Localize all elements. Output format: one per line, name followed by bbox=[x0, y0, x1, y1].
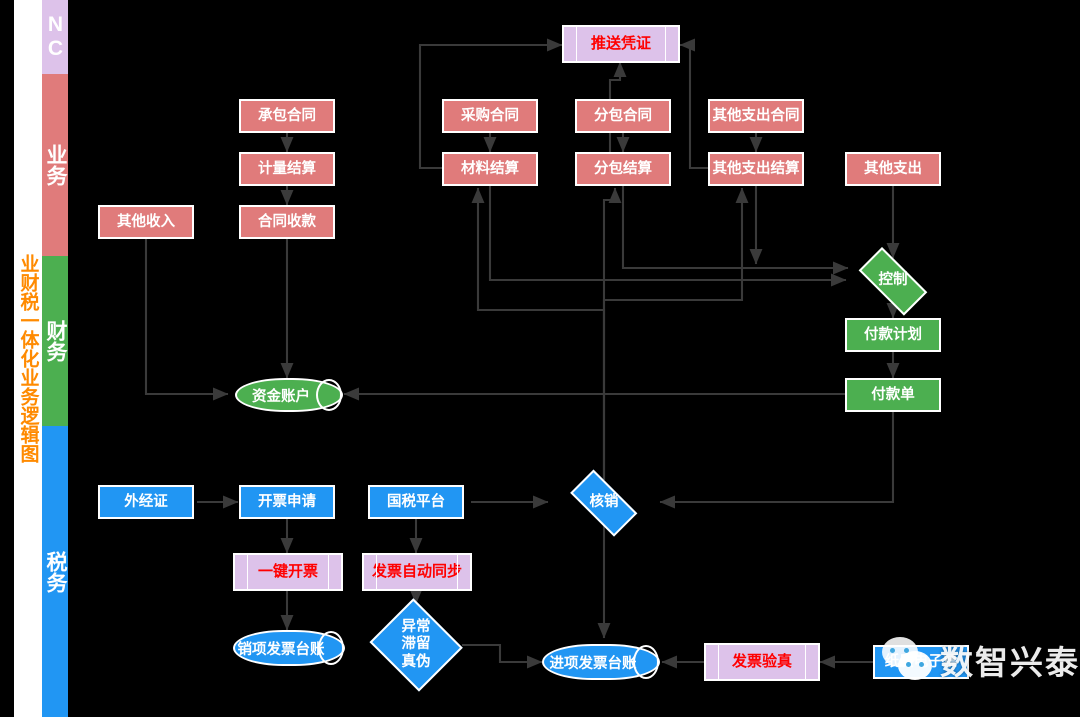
node-one-click-invoice-label: 一键开票 bbox=[257, 563, 318, 581]
node-paper-electronic-invoice-label: 纸质电子票 bbox=[884, 653, 958, 670]
node-fund-account[interactable]: 资金账户 bbox=[235, 378, 343, 412]
node-material-settlement[interactable]: 材料结算 bbox=[442, 152, 538, 186]
cylinder-cap bbox=[316, 379, 342, 411]
node-contract-receipt[interactable]: 合同收款 bbox=[239, 205, 335, 239]
rail-segment-tax: 税务 bbox=[42, 426, 68, 717]
abnormal-line-1: 异常 bbox=[401, 619, 431, 636]
rail-segment-nc-label: NC bbox=[44, 13, 67, 61]
node-other-expense-settlement[interactable]: 其他支出结算 bbox=[708, 152, 804, 186]
node-paper-electronic-invoice[interactable]: 纸质电子票 bbox=[873, 645, 969, 679]
rail-title-background bbox=[14, 0, 42, 717]
node-fund-account-label: 资金账户 bbox=[252, 388, 310, 405]
node-payment-order[interactable]: 付款单 bbox=[845, 378, 941, 412]
diagram-title: 业财税一体化业务逻辑图 bbox=[17, 254, 39, 463]
node-other-expense-contract[interactable]: 其他支出合同 bbox=[708, 99, 804, 133]
node-contract-label: 承包合同 bbox=[258, 107, 316, 124]
node-tax-platform[interactable]: 国税平台 bbox=[368, 485, 464, 519]
node-writeoff[interactable]: 核销 bbox=[560, 469, 648, 537]
node-output-invoice-ledger-label: 销项发票台账 bbox=[237, 641, 325, 658]
node-one-click-invoice[interactable]: 一键开票 bbox=[233, 553, 343, 591]
node-control[interactable]: 控制 bbox=[848, 247, 938, 315]
node-external-certificate-label: 外经证 bbox=[124, 493, 168, 510]
node-contract-receipt-label: 合同收款 bbox=[258, 213, 316, 230]
rail-segment-finance: 财务 bbox=[42, 256, 68, 426]
node-subcontract-settlement-label: 分包结算 bbox=[594, 160, 652, 177]
node-material-settlement-label: 材料结算 bbox=[461, 160, 519, 177]
node-other-expense-label: 其他支出 bbox=[864, 160, 922, 177]
cylinder-cap bbox=[633, 645, 659, 679]
node-purchase-contract[interactable]: 采购合同 bbox=[442, 99, 538, 133]
node-contract[interactable]: 承包合同 bbox=[239, 99, 335, 133]
node-other-expense-contract-label: 其他支出合同 bbox=[712, 107, 800, 124]
node-push-voucher[interactable]: 推送凭证 bbox=[562, 25, 680, 63]
node-payment-plan-label: 付款计划 bbox=[864, 326, 922, 343]
abnormal-line-2: 滞留 bbox=[401, 636, 431, 653]
node-input-invoice-ledger[interactable]: 进项发票台账 bbox=[542, 644, 660, 680]
abnormal-line-3: 真伪 bbox=[401, 653, 431, 670]
node-purchase-contract-label: 采购合同 bbox=[461, 107, 519, 124]
node-input-invoice-ledger-label: 进项发票台账 bbox=[549, 655, 637, 672]
node-other-income-label: 其他收入 bbox=[117, 213, 175, 230]
node-subcontract-label: 分包合同 bbox=[594, 107, 652, 124]
node-control-label: 控制 bbox=[878, 272, 908, 289]
node-payment-plan[interactable]: 付款计划 bbox=[845, 318, 941, 352]
rail-segment-nc: NC bbox=[42, 0, 68, 74]
cylinder-cap bbox=[318, 631, 344, 665]
node-tax-platform-label: 国税平台 bbox=[387, 493, 445, 510]
node-payment-order-label: 付款单 bbox=[871, 386, 915, 403]
rail-segment-tax-label: 税务 bbox=[44, 550, 67, 593]
node-measure-settlement-label: 计量结算 bbox=[258, 160, 316, 177]
rail-segment-finance-label: 财务 bbox=[44, 320, 67, 362]
node-output-invoice-ledger[interactable]: 销项发票台账 bbox=[233, 630, 345, 666]
node-other-income[interactable]: 其他收入 bbox=[98, 205, 194, 239]
node-other-expense-settlement-label: 其他支出结算 bbox=[712, 160, 800, 177]
node-invoice-request[interactable]: 开票申请 bbox=[239, 485, 335, 519]
node-invoice-request-label: 开票申请 bbox=[258, 493, 316, 510]
rail-segment-business: 业务 bbox=[42, 74, 68, 256]
node-push-voucher-label: 推送凭证 bbox=[590, 35, 651, 53]
node-external-certificate[interactable]: 外经证 bbox=[98, 485, 194, 519]
node-abnormal-retention-authenticity-label: 异常 滞留 真伪 bbox=[402, 619, 431, 670]
node-invoice-autosync[interactable]: 发票自动同步 bbox=[362, 553, 472, 591]
node-invoice-autosync-label: 发票自动同步 bbox=[371, 563, 462, 581]
node-writeoff-label: 核销 bbox=[589, 494, 619, 511]
node-subcontract-settlement[interactable]: 分包结算 bbox=[575, 152, 671, 186]
node-invoice-verification-label: 发票验真 bbox=[731, 653, 792, 671]
node-invoice-verification[interactable]: 发票验真 bbox=[704, 643, 820, 681]
node-measure-settlement[interactable]: 计量结算 bbox=[239, 152, 335, 186]
node-abnormal-retention-authenticity[interactable]: 异常 滞留 真伪 bbox=[369, 598, 463, 692]
node-subcontract[interactable]: 分包合同 bbox=[575, 99, 671, 133]
node-other-expense[interactable]: 其他支出 bbox=[845, 152, 941, 186]
rail-segment-business-label: 业务 bbox=[44, 144, 67, 186]
